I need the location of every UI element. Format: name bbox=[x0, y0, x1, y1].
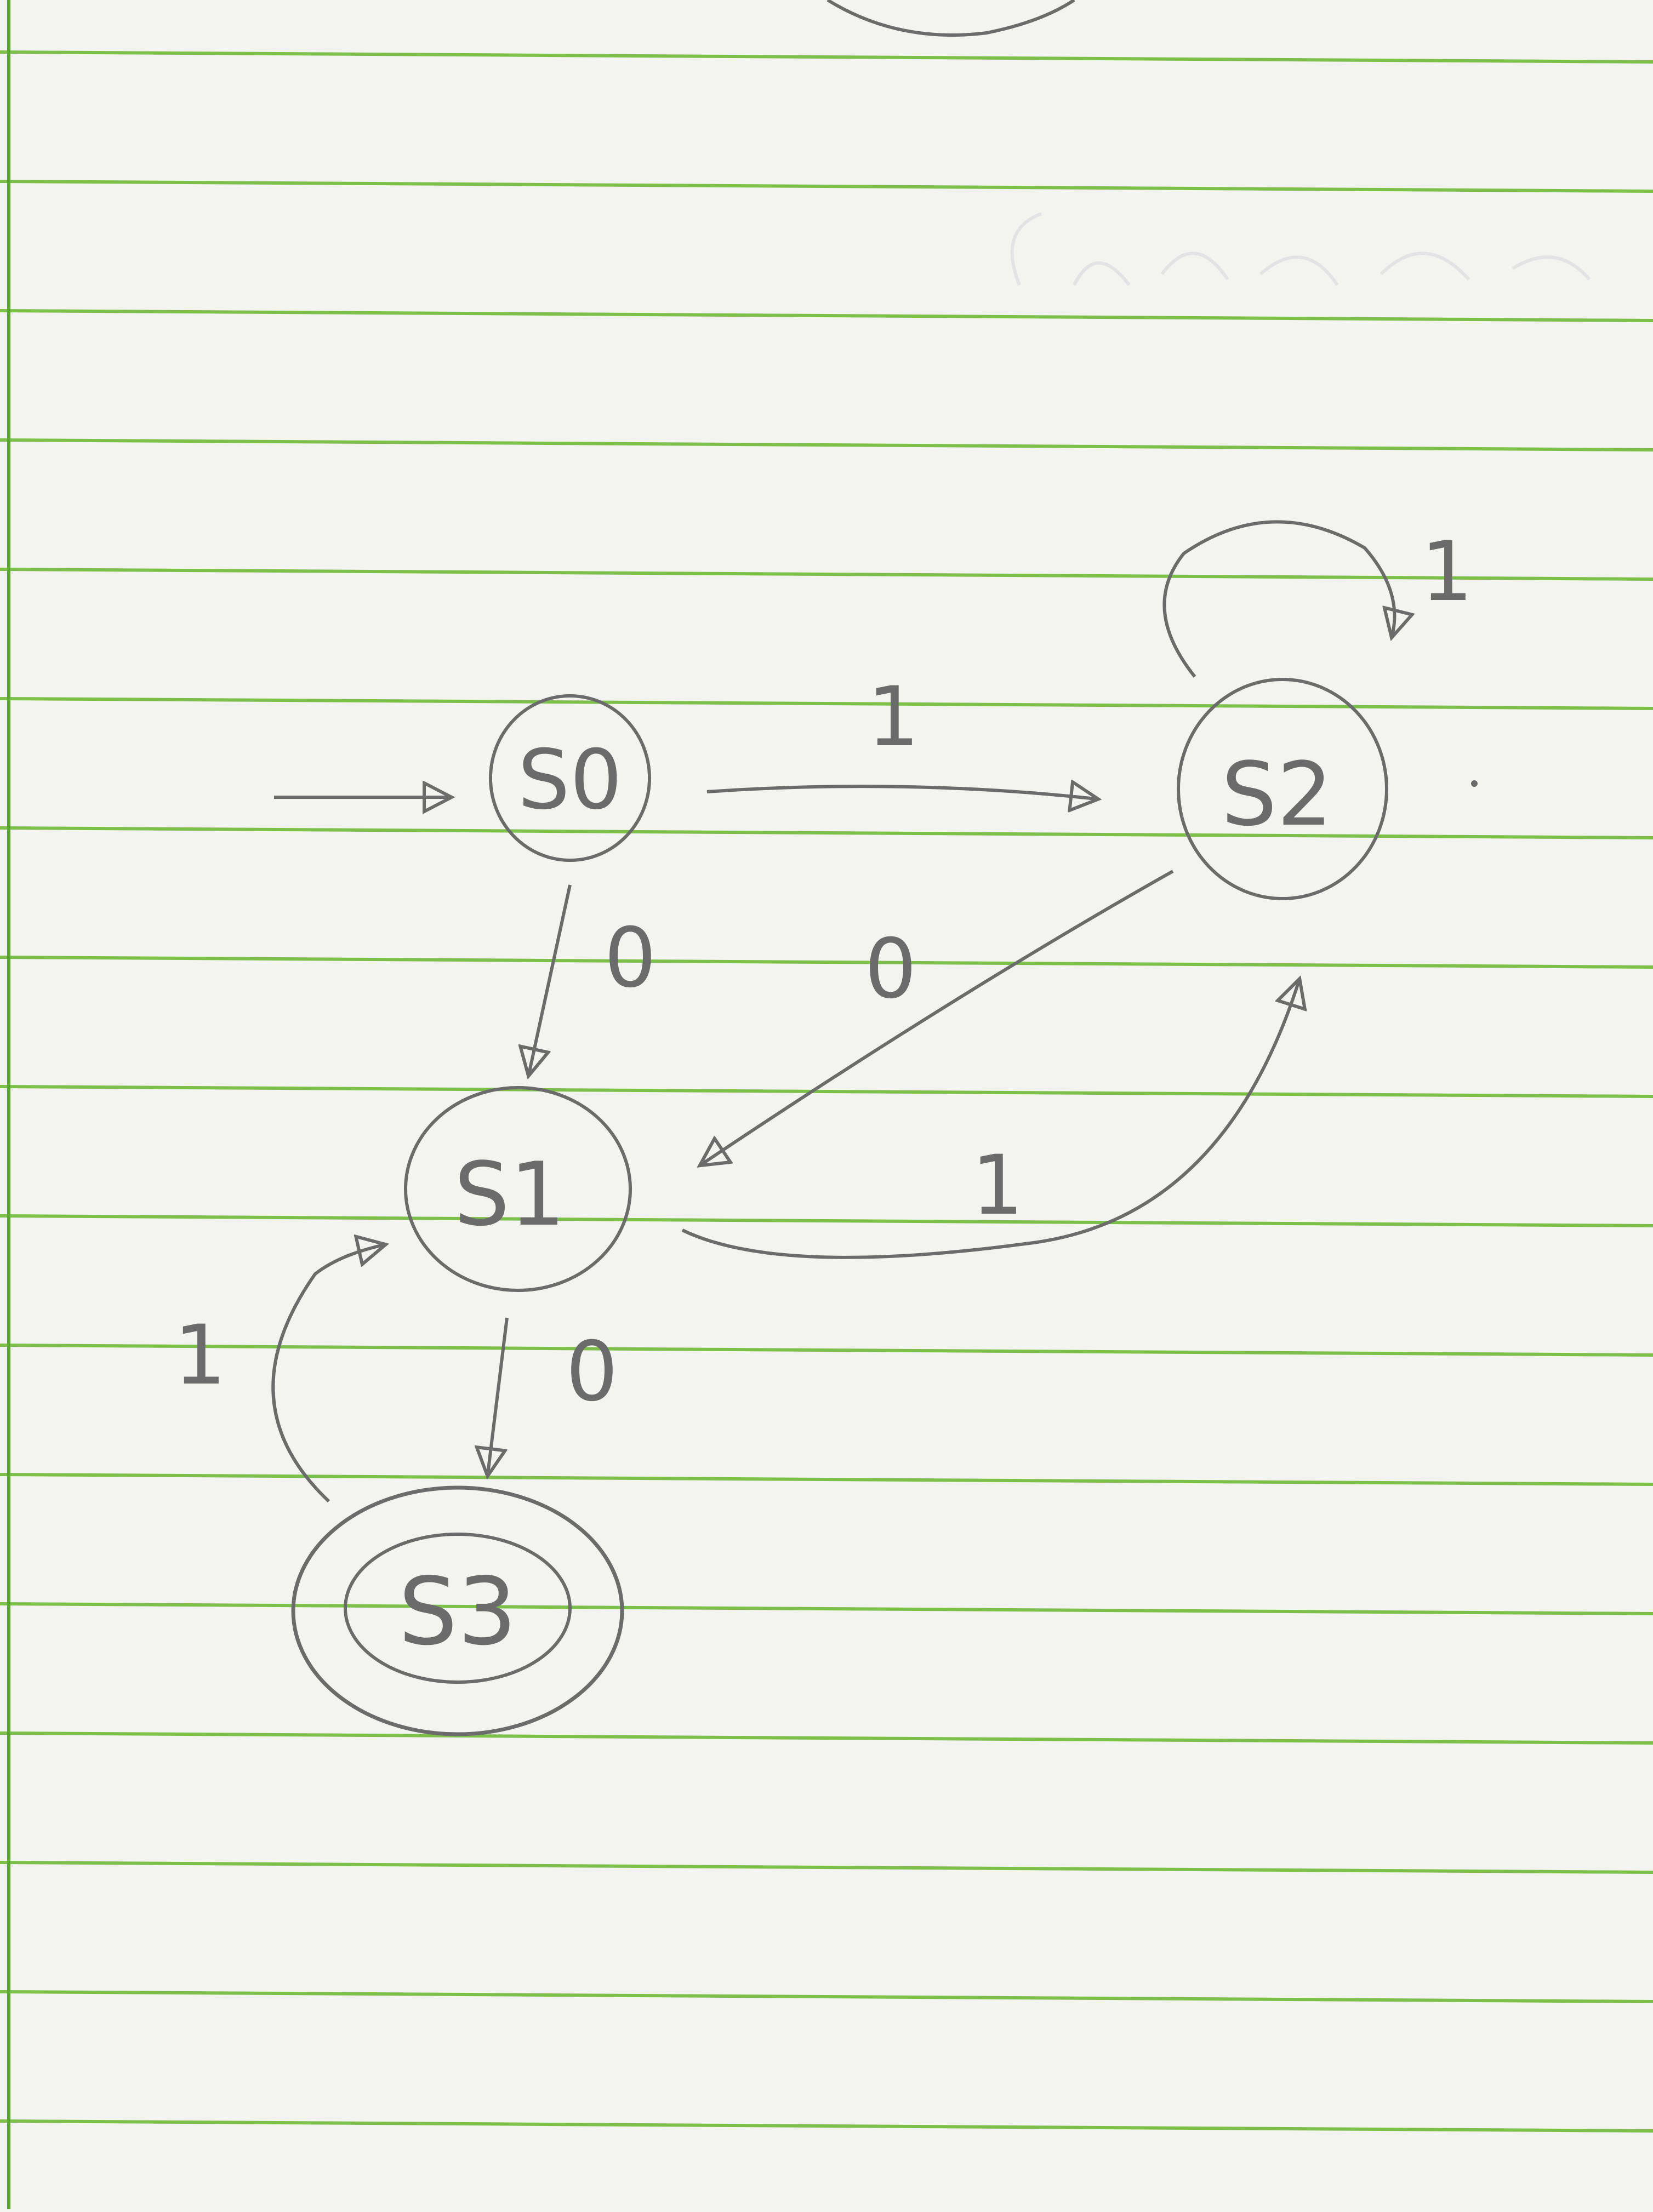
state-s2-circle bbox=[1177, 678, 1388, 900]
edge-s1-s2 bbox=[681, 981, 1299, 1259]
edge-s2-s1 bbox=[702, 870, 1174, 1164]
ruled-line bbox=[0, 697, 1653, 710]
ruled-line bbox=[0, 1990, 1653, 2003]
ruled-line bbox=[0, 2119, 1653, 2133]
ruled-line bbox=[0, 956, 1653, 969]
label-edge-s0-s2: 1 bbox=[867, 670, 919, 765]
partial-circle-top bbox=[827, 0, 1075, 37]
state-s2: S2 bbox=[1177, 678, 1388, 900]
pencil-dot bbox=[1471, 780, 1478, 787]
ruled-lines bbox=[0, 50, 1653, 2133]
ruled-line bbox=[0, 1085, 1653, 1098]
state-s3-outer-circle bbox=[291, 1485, 624, 1736]
label-edge-s1-s3: 0 bbox=[566, 1324, 618, 1420]
state-s3-inner-circle bbox=[344, 1533, 572, 1684]
ruled-line bbox=[0, 826, 1653, 839]
edge-s2-self bbox=[1162, 520, 1394, 678]
label-edge-s3-s1: 1 bbox=[174, 1308, 226, 1403]
label-edge-s2-self: 1 bbox=[1421, 524, 1473, 620]
ruled-line bbox=[0, 180, 1653, 193]
state-s0-label: S0 bbox=[518, 733, 623, 828]
state-s3: S3 bbox=[291, 1485, 624, 1736]
state-s1-circle bbox=[404, 1086, 632, 1292]
edge-s1-s3 bbox=[488, 1317, 509, 1474]
ruled-line bbox=[0, 438, 1653, 451]
state-s0: S0 bbox=[489, 694, 651, 862]
ruled-line bbox=[0, 1214, 1653, 1227]
label-edge-s0-s1: 0 bbox=[604, 911, 656, 1006]
ruled-line bbox=[0, 50, 1653, 64]
label-edge-s1-s2: 1 bbox=[971, 1138, 1023, 1233]
ruled-line bbox=[0, 1861, 1653, 1874]
state-s2-label: S2 bbox=[1221, 743, 1332, 845]
ruled-line bbox=[0, 1473, 1653, 1486]
ruled-line bbox=[0, 1731, 1653, 1745]
state-s1: S1 bbox=[404, 1086, 632, 1292]
ruled-line bbox=[0, 309, 1653, 322]
edge-s0-s2 bbox=[706, 786, 1096, 799]
ruled-line bbox=[0, 1344, 1653, 1357]
state-s1-label: S1 bbox=[454, 1143, 565, 1245]
edge-s0-s1 bbox=[529, 884, 572, 1074]
ruled-line bbox=[0, 568, 1653, 581]
label-edge-s2-s1: 0 bbox=[864, 922, 916, 1017]
state-s3-label: S3 bbox=[398, 1558, 517, 1666]
faint-erased-writing bbox=[1010, 212, 1591, 286]
ruled-line bbox=[0, 1602, 1653, 1615]
edge-s3-s1 bbox=[271, 1245, 384, 1503]
state-s0-circle bbox=[489, 694, 651, 862]
